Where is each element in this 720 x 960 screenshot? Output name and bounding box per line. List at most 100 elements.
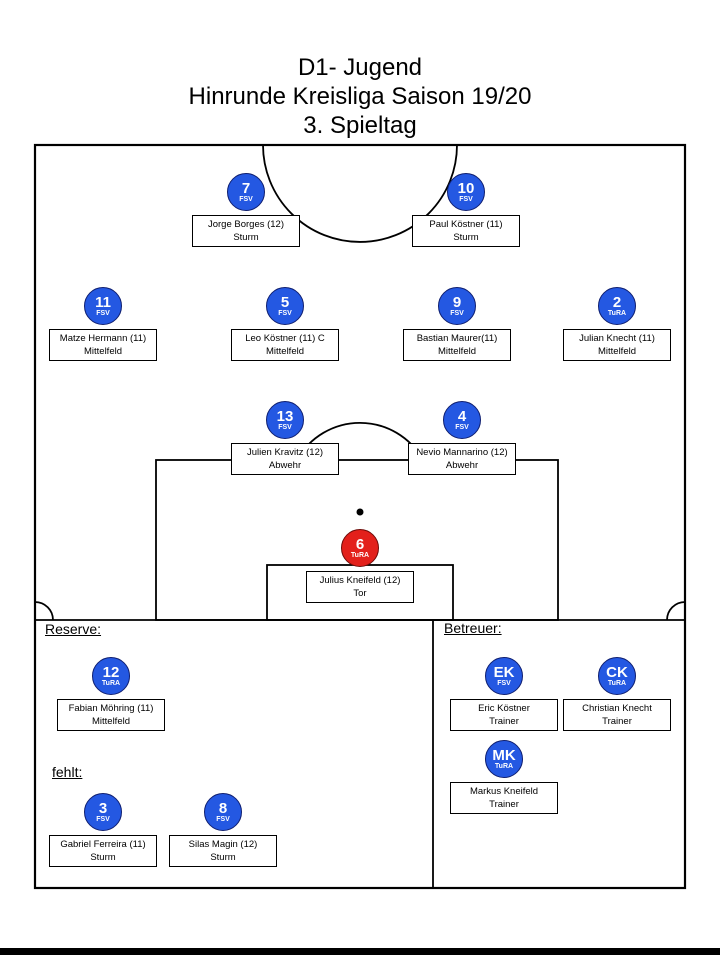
player-number: 4: [457, 407, 467, 425]
corner-arc-right: [666, 601, 686, 621]
player-number: 11: [95, 293, 111, 311]
player-name: Bastian Maurer(11): [416, 333, 498, 344]
penalty-spot: [356, 508, 364, 516]
player-name: Christian Knecht: [582, 703, 652, 714]
player-role: Mittelfeld: [597, 346, 636, 357]
player-team: FSV: [497, 679, 511, 687]
player-team: TuRA: [607, 679, 627, 687]
player-label: Matze Hermann (11) Mittelfeld: [49, 329, 157, 361]
player-name: Jorge Borges (12): [207, 219, 285, 230]
player-team: TuRA: [101, 679, 121, 687]
missing-heading: fehlt:: [52, 764, 83, 780]
player-team: TuRA: [350, 551, 370, 559]
player-team: TuRA: [607, 309, 627, 317]
player-role: Mittelfeld: [437, 346, 476, 357]
reserve-heading: Reserve:: [45, 621, 102, 637]
player-name: Fabian Möhring (11): [68, 703, 154, 714]
page-title: D1- Jugend Hinrunde Kreisliga Saison 19/…: [0, 53, 720, 140]
player-team: FSV: [455, 423, 469, 431]
player-label: Silas Magin (12) Sturm: [169, 835, 277, 867]
corner-arc-left: [34, 601, 54, 621]
player-label: Fabian Möhring (11) Mittelfeld: [57, 699, 165, 731]
player-role: Sturm: [453, 232, 479, 243]
title-team: D1- Jugend: [297, 54, 423, 81]
player-number: 10: [457, 179, 475, 197]
player-label: Leo Köstner (11) C Mittelfeld: [231, 329, 339, 361]
player-name: Nevio Mannarino (12): [416, 447, 508, 458]
player-role: Mittelfeld: [265, 346, 304, 357]
player-name: Eric Köstner: [478, 703, 530, 714]
pitch-boundary: [33, 143, 687, 890]
player-name: Leo Köstner (11) C: [245, 333, 325, 344]
player-number: 7: [241, 179, 251, 197]
player-name: Paul Köstner (11): [429, 219, 503, 230]
player-number: CK: [606, 663, 628, 681]
player-team: FSV: [459, 195, 473, 203]
player-team: FSV: [278, 423, 292, 431]
player-team: FSV: [450, 309, 464, 317]
player-role: Sturm: [210, 852, 236, 863]
player-label: Julien Kravitz (12)Abwehr: [231, 443, 339, 475]
player-number: 5: [280, 293, 290, 311]
player-label: Julian Knecht (11) Mittelfeld: [563, 329, 671, 361]
player-role: Sturm: [233, 232, 259, 243]
player-number: 3: [98, 799, 108, 817]
staff-heading: Betreuer:: [444, 620, 502, 636]
player-team: FSV: [278, 309, 292, 317]
player-team: FSV: [216, 815, 230, 823]
title-competition: Hinrunde Kreisliga Saison 19/20: [188, 83, 532, 110]
player-name: Matze Hermann (11): [59, 333, 147, 344]
player-role: Abwehr: [445, 460, 479, 471]
player-role: Abwehr: [268, 460, 302, 471]
player-number: 13: [276, 407, 294, 425]
player-team: FSV: [96, 309, 110, 317]
player-number: 2: [612, 293, 622, 311]
player-role: Sturm: [90, 852, 116, 863]
player-label: Jorge Borges (12) Sturm: [192, 215, 300, 247]
player-name: Gabriel Ferreira (11): [60, 839, 146, 850]
player-name: Julian Knecht (11): [579, 333, 655, 344]
player-label: Gabriel Ferreira (11) Sturm: [49, 835, 157, 867]
player-role: Mittelfeld: [83, 346, 122, 357]
player-name: Markus Kneifeld: [469, 786, 539, 797]
player-team: FSV: [239, 195, 253, 203]
player-number: 8: [218, 799, 228, 817]
player-team: FSV: [96, 815, 110, 823]
player-number: 9: [452, 293, 462, 311]
player-label: Paul Köstner (11) Sturm: [412, 215, 520, 247]
player-number: EK: [493, 663, 515, 681]
center-circle: [262, 144, 458, 243]
player-label: Julius Kneifeld (12) Tor: [306, 571, 414, 603]
player-number: 6: [355, 535, 365, 553]
player-name: Julius Kneifeld (12): [319, 575, 401, 586]
title-matchday: 3. Spieltag: [303, 112, 417, 139]
player-name: Silas Magin (12): [188, 839, 258, 850]
player-role: Tor: [353, 588, 367, 599]
player-number: 12: [102, 663, 120, 681]
player-role: Mittelfeld: [91, 716, 130, 727]
player-role: Trainer: [489, 799, 519, 810]
bottom-border: [0, 948, 720, 955]
player-role: Trainer: [489, 716, 519, 727]
player-team: TuRA: [494, 762, 514, 770]
player-label: Nevio Mannarino (12) Abwehr: [408, 443, 516, 475]
